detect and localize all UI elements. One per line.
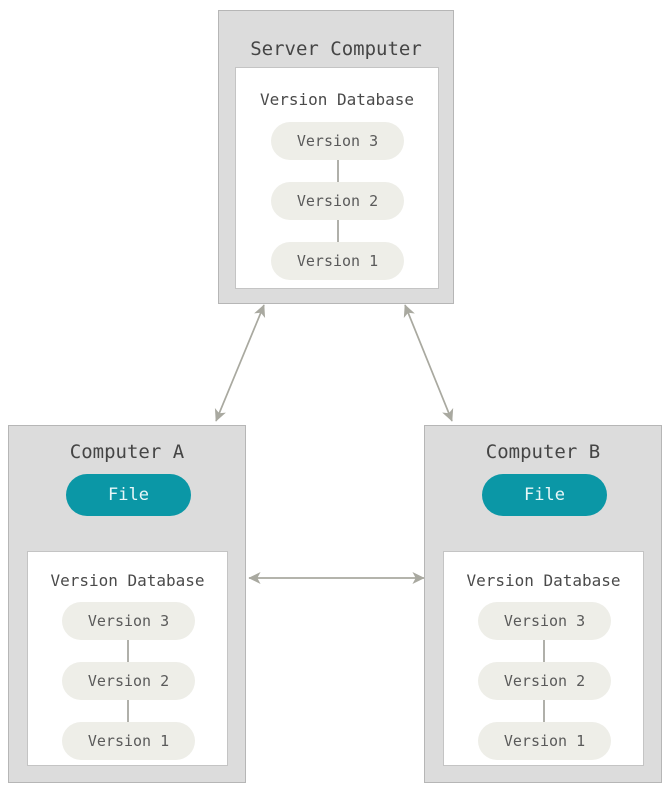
file-pill-label: File xyxy=(108,485,149,505)
computer-a-title: Computer A xyxy=(69,441,185,463)
computer-a-version-database-box[interactable]: Version Database Version 3 Version 2 Ver… xyxy=(27,551,228,766)
computer-b-file-pill[interactable]: File xyxy=(482,474,607,516)
version-connector-2-1 xyxy=(337,220,339,242)
version-connector-3-2 xyxy=(337,160,339,182)
server-version-pill-1[interactable]: Version 1 xyxy=(271,242,404,280)
version-pill-label: Version 2 xyxy=(503,672,586,690)
computer-b-version-pill-3[interactable]: Version 3 xyxy=(478,602,611,640)
version-pill-label: Version 1 xyxy=(503,732,586,750)
arrow-server-to-computer-a xyxy=(214,304,266,422)
version-connector-2-1 xyxy=(127,700,129,722)
server-version-pill-3[interactable]: Version 3 xyxy=(271,122,404,160)
version-connector-3-2 xyxy=(543,640,545,662)
version-pill-label: Version 3 xyxy=(503,612,586,630)
computer-a-version-pill-3[interactable]: Version 3 xyxy=(62,602,195,640)
computer-b-version-pill-1[interactable]: Version 1 xyxy=(478,722,611,760)
version-pill-label: Version 3 xyxy=(87,612,170,630)
version-connector-3-2 xyxy=(127,640,129,662)
computer-a-version-pill-2[interactable]: Version 2 xyxy=(62,662,195,700)
server-version-pill-2[interactable]: Version 2 xyxy=(271,182,404,220)
server-computer-title: Server Computer xyxy=(250,38,422,60)
file-pill-label: File xyxy=(524,485,565,505)
computer-a-version-database-title: Version Database xyxy=(50,571,205,590)
computer-a-file-pill[interactable]: File xyxy=(66,474,191,516)
computer-b-version-pill-2[interactable]: Version 2 xyxy=(478,662,611,700)
version-connector-2-1 xyxy=(543,700,545,722)
server-version-database-box[interactable]: Version Database Version 3 Version 2 Ver… xyxy=(235,67,439,289)
version-pill-label: Version 1 xyxy=(87,732,170,750)
version-pill-label: Version 1 xyxy=(296,252,379,270)
computer-b-title: Computer B xyxy=(485,441,601,463)
computer-a-box[interactable]: Computer A File Version Database Version… xyxy=(8,425,246,783)
computer-a-version-pill-1[interactable]: Version 1 xyxy=(62,722,195,760)
computer-b-box[interactable]: Computer B File Version Database Version… xyxy=(424,425,662,783)
arrow-server-to-computer-b xyxy=(403,304,454,422)
server-version-database-title: Version Database xyxy=(259,90,415,109)
server-computer-box[interactable]: Server Computer Version Database Version… xyxy=(218,10,454,304)
version-pill-label: Version 2 xyxy=(296,192,379,210)
version-pill-label: Version 2 xyxy=(87,672,170,690)
version-pill-label: Version 3 xyxy=(296,132,379,150)
computer-b-version-database-box[interactable]: Version Database Version 3 Version 2 Ver… xyxy=(443,551,644,766)
computer-b-version-database-title: Version Database xyxy=(466,571,621,590)
